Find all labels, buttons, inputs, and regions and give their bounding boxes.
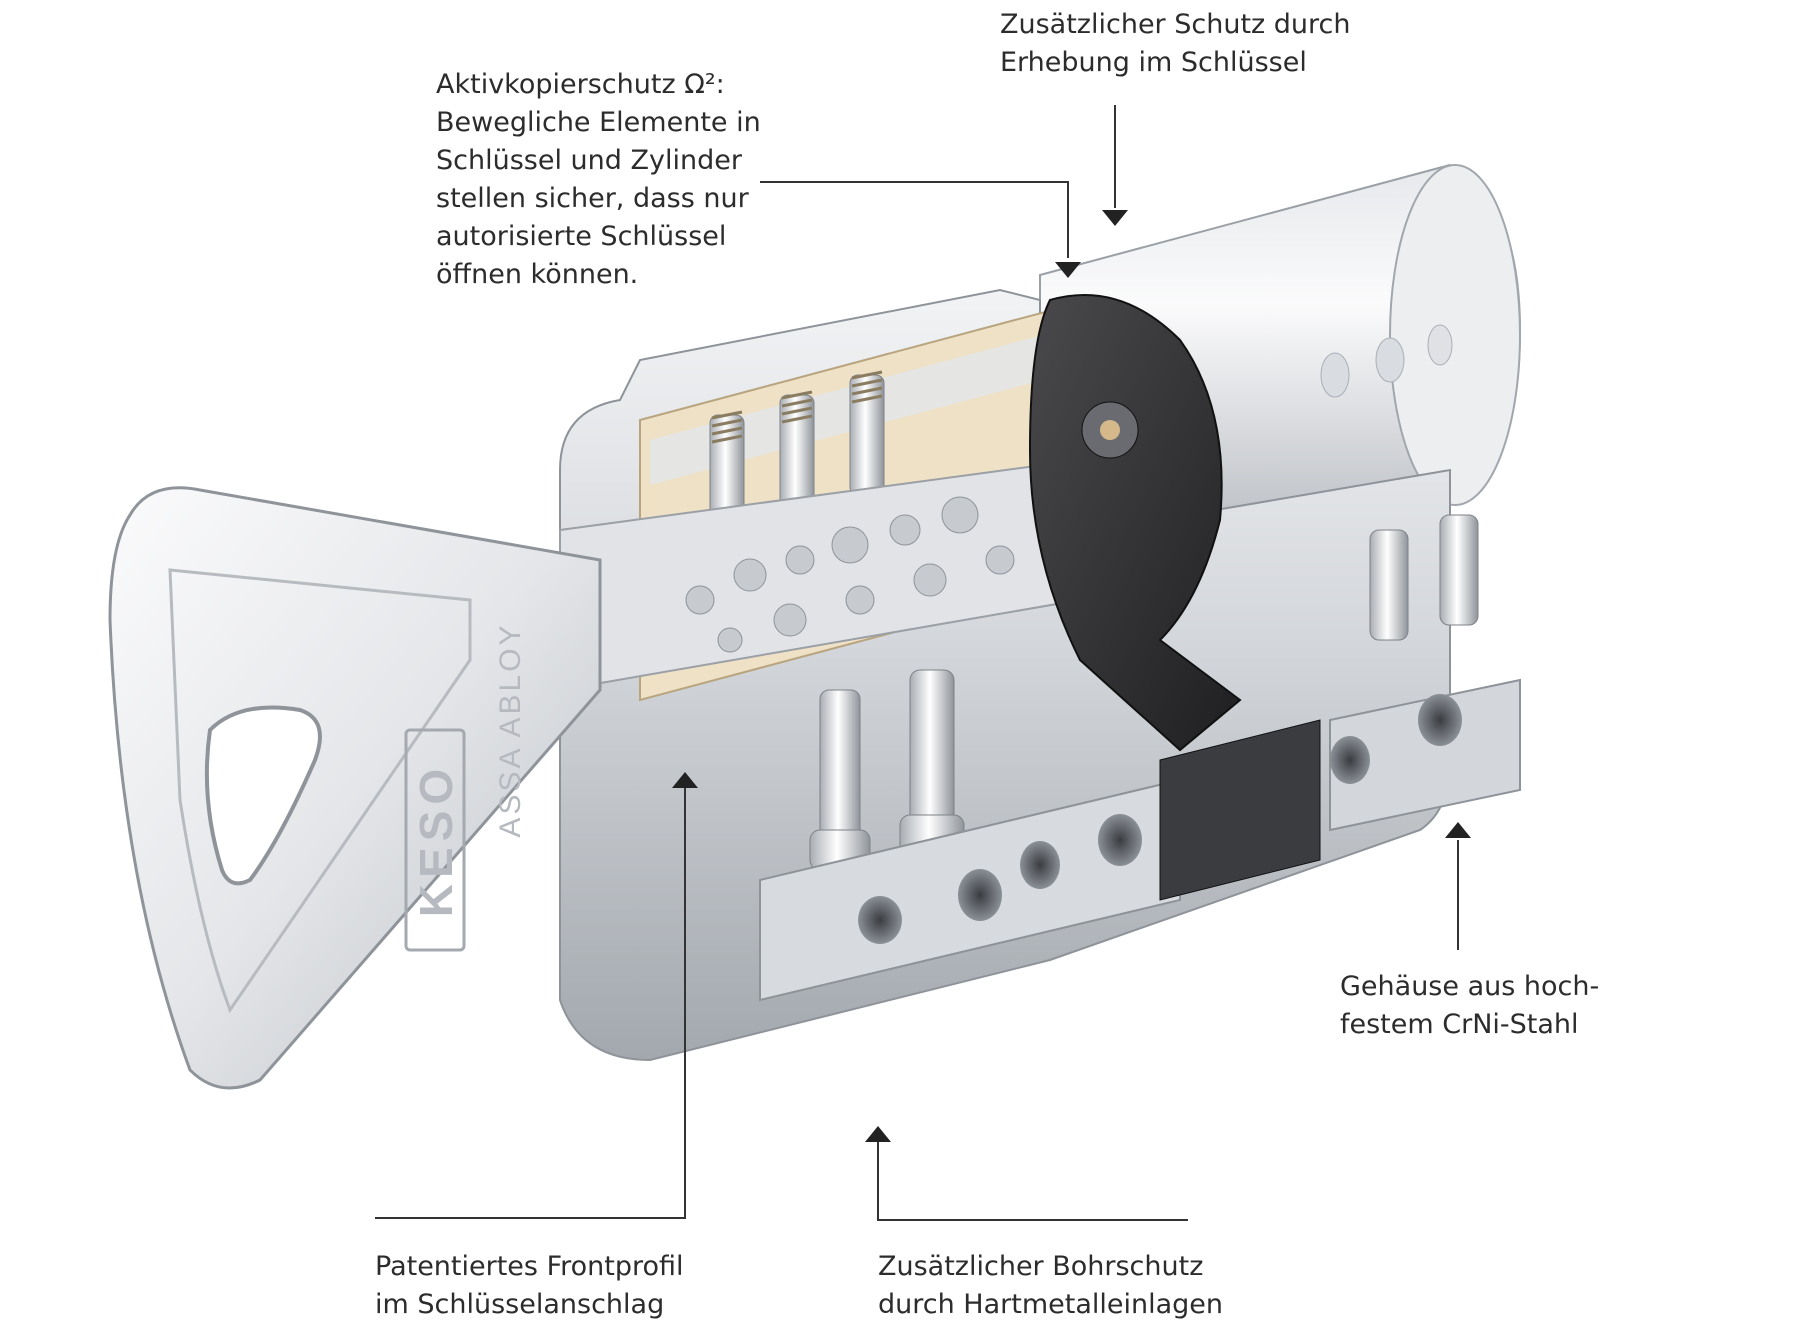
leader-front-profile [375, 778, 686, 1219]
carbide-insert-rear [1329, 678, 1521, 832]
blade-dimples [685, 496, 1015, 653]
cam [1028, 294, 1242, 752]
callout-line: öffnen können. [436, 259, 639, 290]
key-bow-hole [204, 705, 322, 886]
callout-drill-protection: Zusätzlicher Bohrschutz durch Hartmetall… [878, 1248, 1223, 1324]
callout-line: Gehäuse aus hoch- [1340, 971, 1600, 1002]
barrel-dot [1375, 337, 1405, 383]
key-brand-mark: KESO [404, 728, 466, 952]
key-maker-text: ASSA ABLOY [494, 622, 527, 837]
leader-copy-protection [760, 181, 1069, 258]
barrel-dot [1427, 324, 1453, 366]
callout-front-profile: Patentiertes Frontprofil im Schlüsselans… [375, 1248, 684, 1324]
key-maker-mark: ASSA ABLOY [494, 622, 527, 837]
callout-line: im Schlüsselanschlag [375, 1289, 665, 1320]
callout-line: Schlüssel und Zylinder [436, 145, 742, 176]
arrow-copy-protection [1055, 262, 1081, 278]
key-brand-text: KESO [410, 763, 462, 917]
barrel-dot [1320, 352, 1350, 398]
callout-line: durch Hartmetalleinlagen [878, 1289, 1224, 1320]
callout-line: stellen sicher, dass nur [436, 183, 749, 214]
arrow-drill-protection [865, 1126, 891, 1142]
callout-line: Patentiertes Frontprofil [375, 1251, 684, 1282]
arrow-key-elevation [1102, 210, 1128, 226]
callout-housing: Gehäuse aus hoch- festem CrNi-Stahl [1340, 968, 1599, 1044]
callout-line: autorisierte Schlüssel [436, 221, 727, 252]
callout-line: Zusätzlicher Schutz durch [1000, 9, 1351, 40]
callout-line: Zusätzlicher Bohrschutz [878, 1251, 1204, 1282]
callout-line: Aktivkopierschutz Ω²: [436, 69, 725, 100]
callout-copy-protection: Aktivkopierschutz Ω²: Bewegliche Element… [436, 66, 761, 294]
arrow-front-profile [672, 772, 698, 788]
leader-lines [375, 105, 1459, 1221]
arrow-housing [1445, 822, 1471, 838]
arrowheads [672, 210, 1471, 1142]
callout-line: Bewegliche Elemente in [436, 107, 761, 138]
callout-line: Erhebung im Schlüssel [1000, 47, 1307, 78]
upper-pins [709, 370, 885, 536]
callout-key-elevation: Zusätzlicher Schutz durch Erhebung im Sc… [1000, 6, 1351, 82]
key-bow [108, 486, 602, 1090]
leader-drill-protection [877, 1140, 1188, 1221]
callout-line: festem CrNi-Stahl [1340, 1009, 1579, 1040]
